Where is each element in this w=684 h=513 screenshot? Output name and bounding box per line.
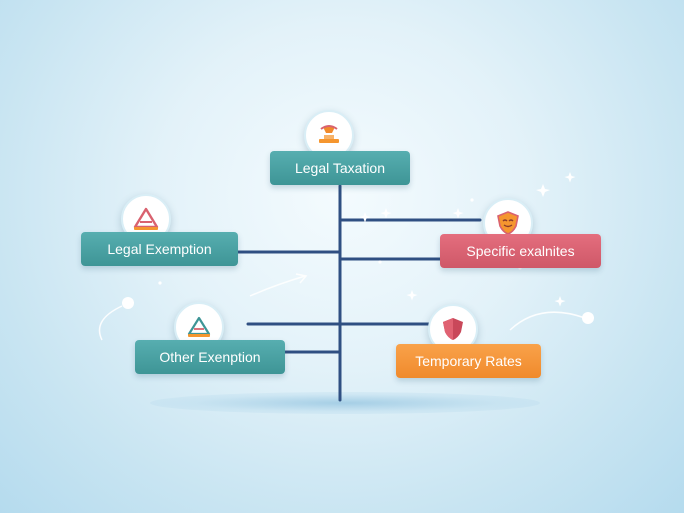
node-other-exemption[interactable]: Other Exenption bbox=[135, 340, 285, 374]
node-specific-exemptions[interactable]: Specific exalnites bbox=[440, 234, 601, 268]
decor-curve-right bbox=[509, 311, 586, 331]
node-temporary-rates[interactable]: Temporary Rates bbox=[396, 344, 541, 378]
node-legal-taxation[interactable]: Legal Taxation bbox=[270, 151, 410, 185]
decor-sparkles bbox=[122, 172, 594, 324]
trunk-base-shadow bbox=[150, 392, 540, 414]
arrow-head bbox=[295, 273, 308, 284]
decor-curve-left bbox=[98, 305, 123, 341]
arrow-curve bbox=[249, 275, 306, 297]
node-legal-exemption[interactable]: Legal Exemption bbox=[81, 232, 238, 266]
